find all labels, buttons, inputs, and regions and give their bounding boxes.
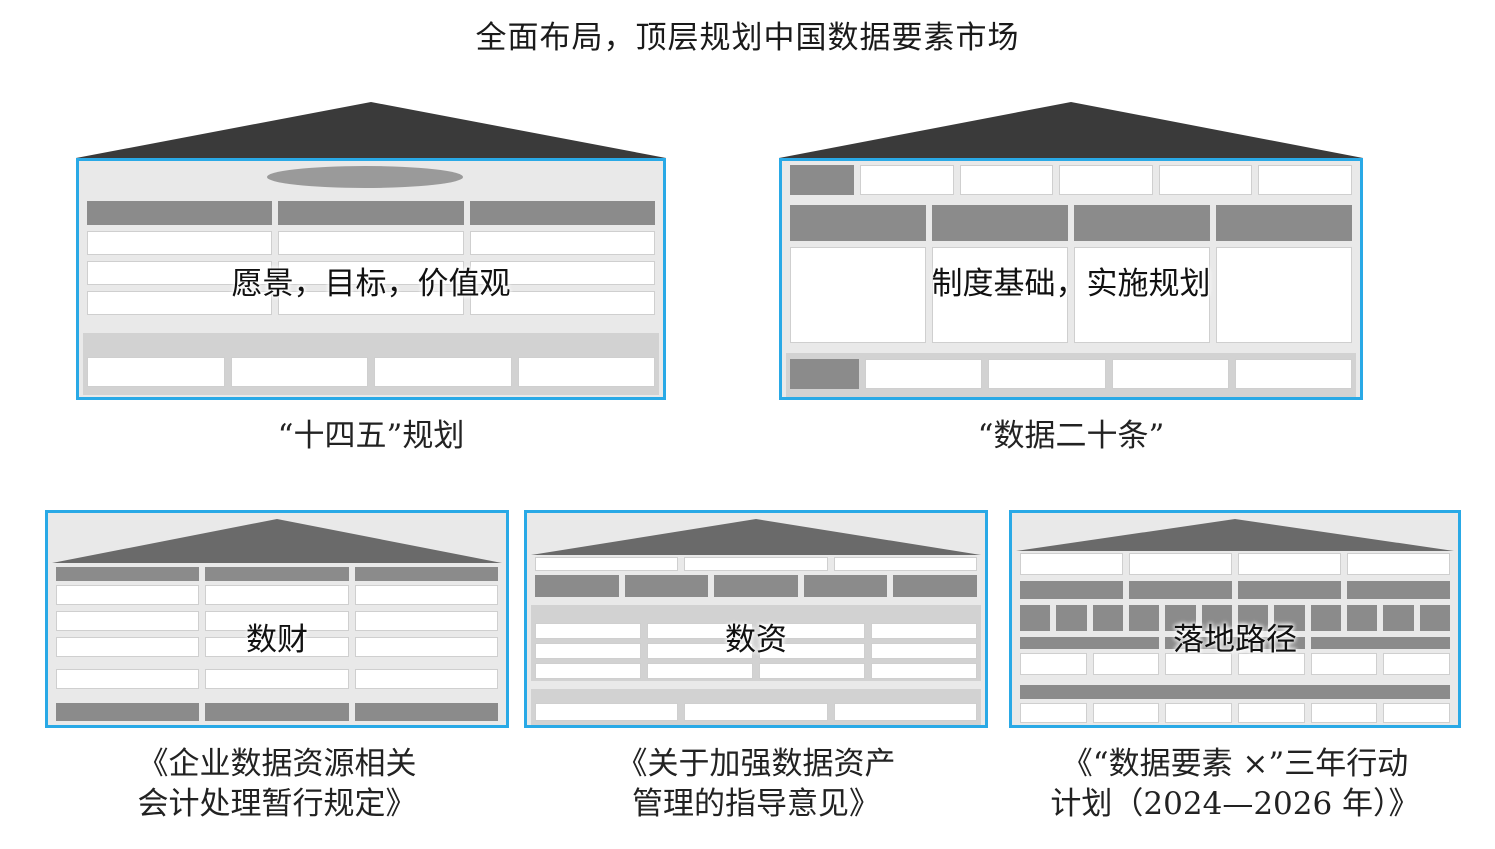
figure-body <box>76 158 666 400</box>
figure-data-assets: 数资 <box>524 510 988 728</box>
page-title: 全面布局，顶层规划中国数据要素市场 <box>475 20 1020 56</box>
overlay-label: 愿景，目标，价值观 <box>231 266 511 302</box>
caption-line: 《“数据要素 ×”三年行动 <box>1061 746 1409 782</box>
figure-caption: 《“数据要素 ×”三年行动 计划（2024—2026 年）》 <box>1009 744 1461 824</box>
caption-line: 会计处理暂行规定》 <box>137 786 417 822</box>
cell-row <box>535 663 977 679</box>
bottom-row <box>87 357 655 387</box>
cell-row <box>56 669 498 689</box>
cell-row <box>87 291 655 315</box>
header-row <box>56 567 498 581</box>
cell-row <box>1020 653 1451 675</box>
roof-shape <box>48 517 506 563</box>
figure-caption: “数据二十条” <box>779 416 1363 456</box>
header-row <box>790 165 1352 195</box>
header-row <box>87 201 655 225</box>
header-row <box>535 557 977 571</box>
figure-data-finance: 数财 <box>45 510 509 728</box>
figure-caption: 《企业数据资源相关 会计处理暂行规定》 <box>45 744 509 824</box>
figure-caption: “十四五”规划 <box>76 416 666 456</box>
cell-row <box>535 623 977 639</box>
header-pill <box>267 166 463 188</box>
cell-row <box>790 247 1352 343</box>
caption-line: 《企业数据资源相关 <box>137 746 417 782</box>
overlay-label: 落地路径 <box>1173 622 1297 658</box>
roof-shape <box>779 100 1363 158</box>
roof-shape <box>76 100 666 158</box>
caption-line: 计划（2024—2026 年）》 <box>1050 786 1420 822</box>
caption-line: 《关于加强数据资产 <box>616 746 896 782</box>
header-row <box>790 205 1352 241</box>
figure-14th-five-year-plan: 愿景，目标，价值观 <box>76 100 666 400</box>
cell-row <box>56 585 498 605</box>
bottom-row <box>790 359 1352 389</box>
cell-row <box>87 231 655 255</box>
figure-body <box>524 510 988 728</box>
overlay-label: 数财 <box>246 622 308 658</box>
figure-data-twenty-measures: 制度基础，实施规划 <box>779 100 1363 400</box>
caption-line: “数据二十条” <box>977 418 1165 454</box>
header-row <box>1020 581 1450 599</box>
caption-line: “十四五”规划 <box>277 418 465 454</box>
bottom-row <box>1020 703 1451 723</box>
figure-body <box>1009 510 1461 728</box>
caption-line: 管理的指导意见》 <box>632 786 880 822</box>
cell-row <box>535 643 977 659</box>
header-row <box>1020 685 1450 699</box>
cell-row <box>56 637 498 657</box>
figure-implementation-path: 落地路径 <box>1009 510 1461 728</box>
figure-body <box>779 158 1363 400</box>
overlay-label: 数资 <box>725 622 787 658</box>
figure-body <box>45 510 509 728</box>
roof-shape <box>527 517 985 555</box>
cell-row <box>56 611 498 631</box>
cell-row <box>1020 637 1450 649</box>
overlay-label: 制度基础，实施规划 <box>931 266 1211 302</box>
header-row <box>535 575 977 597</box>
roof-shape <box>1012 517 1458 551</box>
figure-caption: 《关于加强数据资产 管理的指导意见》 <box>524 744 988 824</box>
bottom-row <box>56 703 498 721</box>
bottom-row <box>535 703 977 721</box>
tile-row <box>1020 605 1450 631</box>
stat-row <box>1020 553 1450 575</box>
cell-row <box>87 261 655 285</box>
